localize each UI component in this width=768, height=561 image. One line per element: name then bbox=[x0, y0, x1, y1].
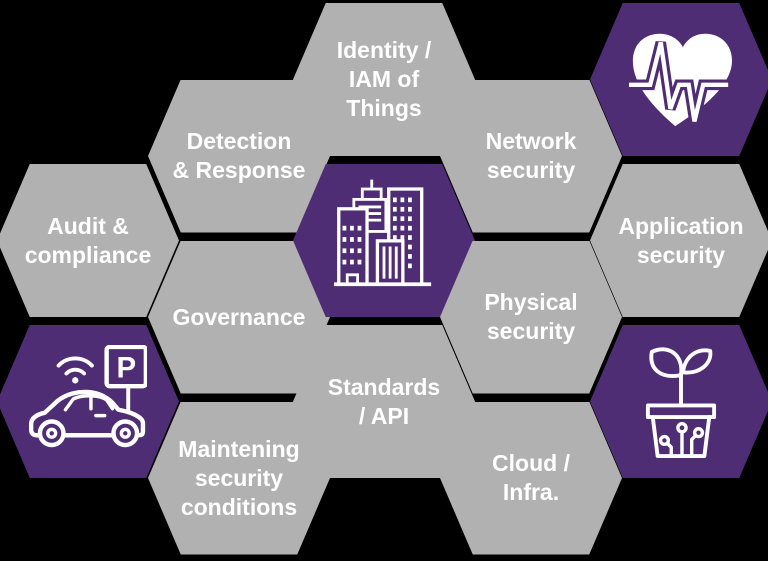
hex-label-line: security bbox=[486, 157, 576, 183]
hex-label-detection-response: Detection & Response bbox=[173, 127, 306, 185]
hex-label-physical-security: Physical security bbox=[484, 288, 577, 346]
hex-label-line: security bbox=[636, 241, 726, 268]
hex-label-audit-compliance: Audit &compliance bbox=[25, 212, 152, 270]
hex-label-line: Standards bbox=[327, 373, 441, 400]
hex-label-standards-api: Standards/ API bbox=[328, 373, 440, 431]
hex-label-governance: Governance bbox=[173, 303, 306, 332]
hex-label-identity-iam-of-things: Identity / IAM of Things bbox=[337, 36, 432, 123]
hex-label-line: / API bbox=[358, 402, 410, 429]
hex-governance: Governance bbox=[148, 240, 330, 394]
hex-detection-response: Detection & Response bbox=[148, 79, 330, 233]
hex-smart-city bbox=[293, 164, 475, 317]
hex-smart-plant bbox=[590, 325, 768, 478]
hex-label-line: Detection bbox=[186, 128, 292, 154]
hex-physical-security: Physical security bbox=[440, 240, 622, 394]
hex-label-line: IAM of bbox=[348, 66, 420, 92]
hex-label-network-security: Network security bbox=[486, 127, 577, 185]
heart-pulse-icon bbox=[629, 33, 733, 127]
hex-standards-api: Standards/ API bbox=[293, 325, 475, 478]
hex-label-line: conditions bbox=[180, 493, 298, 520]
hex-label-line: Identity / bbox=[336, 37, 432, 63]
hex-label-line: Application bbox=[618, 212, 744, 239]
hex-label-cloud-infra: Cloud / Infra. bbox=[492, 449, 570, 507]
connected-car-parking-icon: P bbox=[29, 345, 147, 448]
hex-label-line: Maintening bbox=[178, 435, 300, 462]
hex-network-security: Network security bbox=[440, 79, 622, 233]
hex-connected-car: P bbox=[0, 325, 179, 478]
hex-label-line: compliance bbox=[24, 241, 152, 268]
hex-identity-iam-of-things: Identity / IAM of Things bbox=[293, 3, 475, 156]
hex-label-line: security bbox=[194, 464, 284, 491]
hex-label-line: Physical bbox=[484, 289, 578, 315]
hex-label-line: & Response bbox=[172, 157, 306, 183]
smart-city-buildings-icon bbox=[334, 179, 432, 287]
hex-label-line: security bbox=[486, 318, 576, 344]
hex-cloud-infra: Cloud / Infra. bbox=[440, 401, 622, 555]
parking-sign-letter: P bbox=[116, 351, 136, 384]
hex-label-line: Cloud / bbox=[492, 450, 570, 476]
hex-label-line: Network bbox=[485, 128, 577, 154]
hex-label-line: Governance bbox=[172, 303, 306, 330]
smart-plant-icon bbox=[645, 347, 717, 458]
hex-audit-compliance: Audit &compliance bbox=[0, 164, 179, 317]
hex-label-line: Things bbox=[346, 95, 422, 121]
hex-label-line: Infra. bbox=[502, 479, 560, 505]
hex-connected-health bbox=[590, 3, 768, 156]
hex-label-line: Audit & bbox=[47, 212, 129, 239]
